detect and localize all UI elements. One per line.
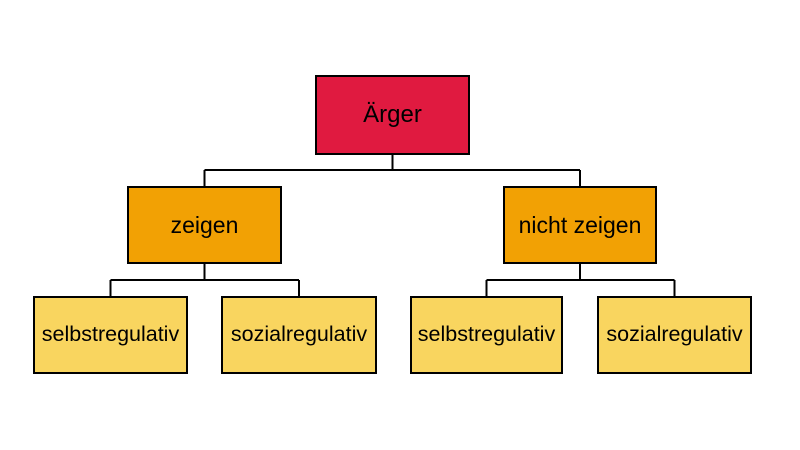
tree-node-label: sozialregulativ xyxy=(606,322,743,347)
tree-node-label: Ärger xyxy=(363,101,422,128)
tree-node-nicht-zeigen-selbstregulativ: selbstregulativ xyxy=(410,296,563,374)
tree-node-label: selbstregulativ xyxy=(417,322,556,347)
tree-node-label: sozialregulativ xyxy=(230,322,368,347)
tree-node-label: nicht zeigen xyxy=(518,211,642,238)
tree-node-zeigen: zeigen xyxy=(127,186,282,264)
tree-node-label: zeigen xyxy=(170,211,239,238)
tree-node-root-aerger: Ärger xyxy=(315,75,470,155)
tree-node-nicht-zeigen: nicht zeigen xyxy=(503,186,657,264)
tree-node-zeigen-sozialregulativ: sozialregulativ xyxy=(221,296,377,374)
tree-node-nicht-zeigen-sozialregulativ: sozialregulativ xyxy=(597,296,752,374)
tree-node-zeigen-selbstregulativ: selbstregulativ xyxy=(33,296,188,374)
tree-node-label: selbstregulativ xyxy=(41,322,180,347)
